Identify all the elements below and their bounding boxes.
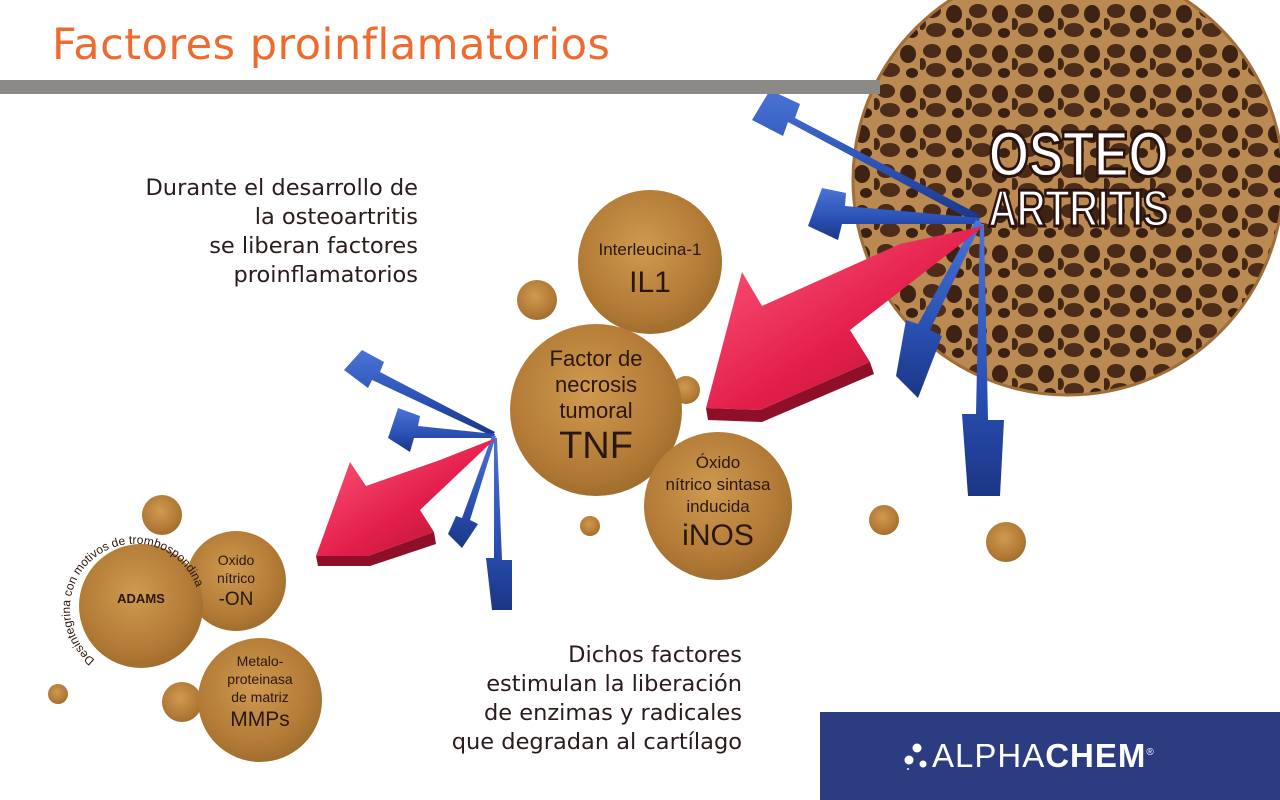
bubble-adams <box>79 544 203 668</box>
tnf-label: Factor de necrosis tumoral TNF <box>516 346 676 468</box>
osteo-line2: ARTRITIS <box>987 179 1171 238</box>
blue-arrow-icon <box>388 408 495 452</box>
blue-arrow-icon <box>752 90 980 222</box>
outro-line: de enzimas y radicales <box>483 700 742 726</box>
tnf-name-line: tumoral <box>559 398 633 423</box>
on-label: Oxido nítrico -ON <box>192 551 280 613</box>
tnf-abbr: TNF <box>559 425 633 467</box>
brand-logo: ALPHACHEM® <box>932 737 1155 775</box>
page-title: Factores proinflamatorios <box>52 20 611 70</box>
brand-light: ALPHA <box>932 737 1046 774</box>
bubble-il1 <box>578 190 722 334</box>
bubble-tnf <box>510 324 682 496</box>
brand-reg: ® <box>1146 747 1155 758</box>
intro-line: Durante el desarrollo de <box>145 175 418 201</box>
outro-line: Dichos factores <box>568 642 742 668</box>
dot <box>162 682 202 722</box>
bubble-on <box>186 531 286 631</box>
blue-arrow-icon <box>486 438 512 610</box>
osteoartritis-heading: OSTEO ARTRITIS <box>980 118 1220 238</box>
dot <box>580 516 600 536</box>
mmp-name-line: de matriz <box>231 689 289 705</box>
dot <box>48 684 68 704</box>
intro-line: se liberan factores <box>209 233 418 259</box>
on-abbr: -ON <box>218 589 254 610</box>
decorative-dots <box>48 280 1026 722</box>
alphachem-logo-dots-icon <box>904 743 927 770</box>
tnf-name-line: Factor de <box>549 346 643 371</box>
mmp-name-line: proteinasa <box>227 671 293 687</box>
outro-line: que degradan al cartílago <box>451 729 742 755</box>
blue-arrow-icon <box>448 436 496 548</box>
inos-name-line: nítrico sintasa <box>665 475 771 494</box>
on-name-line: Oxido <box>217 552 255 568</box>
dot <box>517 280 557 320</box>
outro-text: Dichos factores estimulan la liberación … <box>380 641 742 757</box>
arrow-fan-large <box>706 90 1004 496</box>
adams-label: ADAMS <box>96 591 186 606</box>
mmp-abbr: MMPs <box>230 708 290 731</box>
on-name-line: nítrico <box>216 570 256 586</box>
blue-arrow-icon <box>896 220 982 398</box>
dot <box>869 505 899 535</box>
blue-arrow-icon <box>808 188 980 240</box>
dot <box>142 495 182 535</box>
blue-arrow-icon <box>344 350 495 436</box>
title-underline <box>0 80 880 94</box>
outro-line: estimulan la liberación <box>486 671 742 697</box>
bubble-inos <box>644 432 792 580</box>
bubble-mmp <box>198 638 322 762</box>
dot <box>986 522 1026 562</box>
inos-name-line: inducida <box>686 497 750 516</box>
inos-name-line: Óxido <box>695 453 741 472</box>
red-arrow-icon <box>316 438 496 566</box>
adams-abbr: ADAMS <box>117 591 165 606</box>
intro-line: la osteoartritis <box>254 204 418 230</box>
arrow-fan-small <box>316 350 512 610</box>
il1-name: Interleucina-1 <box>598 240 702 259</box>
intro-line: proinflamatorios <box>233 262 418 288</box>
tnf-name-line: necrosis <box>555 372 637 397</box>
mmp-label: Metalo- proteinasa de matriz MMPs <box>204 652 316 734</box>
brand-bar: ALPHACHEM® <box>820 712 1280 800</box>
osteo-line1: OSTEO <box>987 118 1170 190</box>
inos-abbr: iNOS <box>682 519 754 552</box>
il1-abbr: IL1 <box>629 266 671 299</box>
il1-label: Interleucina-1 IL1 <box>580 240 720 300</box>
blue-arrow-icon <box>962 224 1004 496</box>
red-arrow-icon <box>706 226 984 422</box>
intro-text: Durante el desarrollo de la osteoartriti… <box>60 174 418 290</box>
inos-label: Óxido nítrico sintasa inducida iNOS <box>648 452 788 554</box>
mmp-name-line: Metalo- <box>236 653 284 669</box>
brand-bold: CHEM <box>1045 737 1147 774</box>
